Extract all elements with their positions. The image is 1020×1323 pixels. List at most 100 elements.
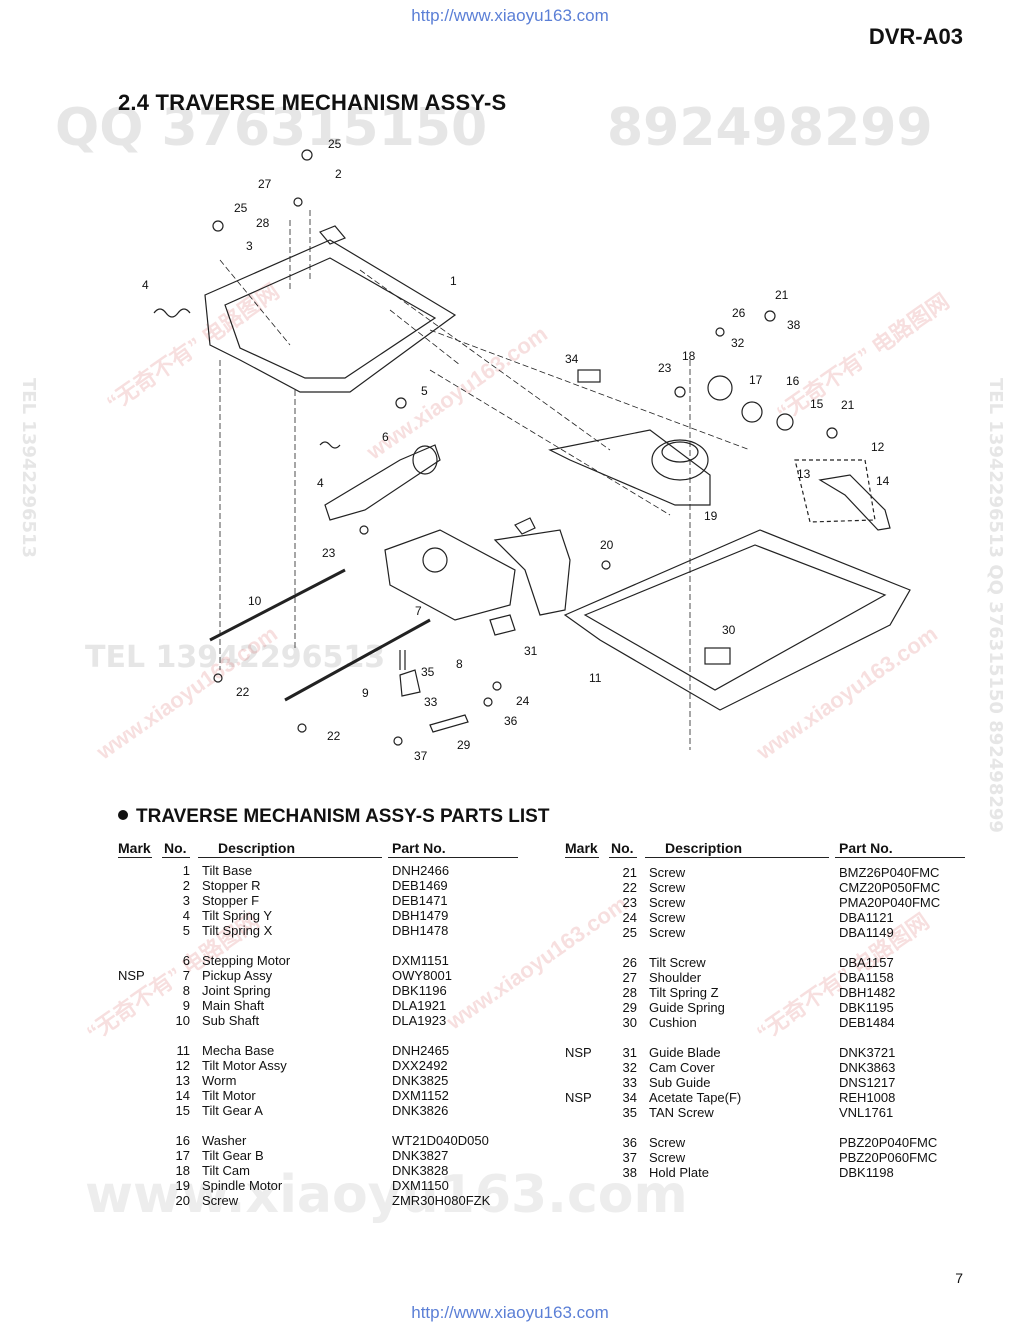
no-cell: 37 (622, 1150, 637, 1165)
callout-23-top: 23 (658, 361, 672, 375)
no-cell: 38 (622, 1165, 637, 1180)
description-cell: Sub Shaft (202, 1013, 260, 1028)
callout-32: 32 (731, 336, 745, 350)
bullet-icon (118, 810, 128, 820)
callout-27: 27 (258, 177, 272, 191)
model-name: DVR-A03 (868, 24, 963, 49)
part-number-cell: DXM1152 (392, 1088, 449, 1103)
spindle-motor (651, 439, 709, 481)
no-cell: 26 (622, 955, 637, 970)
callout-5: 5 (421, 384, 428, 398)
no-cell: 17 (175, 1148, 190, 1163)
page-number: 7 (955, 1270, 963, 1286)
callout-21-right: 21 (841, 398, 855, 412)
no-cell: 4 (182, 908, 190, 923)
callout-3: 3 (246, 239, 253, 253)
header-desc: Description (218, 840, 296, 856)
mark-cell: NSP (118, 968, 145, 983)
top-url-link[interactable]: http://www.xiaoyu163.com (411, 6, 609, 25)
header-no: No. (164, 840, 187, 856)
no-cell: 24 (622, 910, 637, 925)
no-cell: 32 (622, 1060, 637, 1075)
callout-24: 24 (516, 694, 530, 708)
description-cell: Screw (649, 910, 686, 925)
description-cell: Guide Spring (649, 1000, 725, 1015)
part-number-cell: DNH2465 (392, 1043, 450, 1058)
description-cell: Spindle Motor (202, 1178, 283, 1193)
stepping-motor (324, 444, 441, 521)
header-part: Part No. (839, 840, 893, 856)
part-number-cell: DBA1157 (839, 955, 894, 970)
description-cell: Screw (649, 1135, 686, 1150)
callout-11: 11 (589, 671, 602, 685)
header-desc: Description (665, 840, 743, 856)
main-shaft (284, 618, 431, 702)
description-cell: Acetate Tape(F) (649, 1090, 742, 1105)
description-cell: Pickup Assy (202, 968, 273, 983)
callout-17: 17 (749, 373, 763, 387)
table-row: 28 Tilt Spring Z DBH1482 (565, 985, 965, 1000)
callout-34: 34 (565, 352, 579, 366)
part-number-cell: DNK3825 (392, 1073, 449, 1088)
no-cell: 11 (176, 1043, 191, 1058)
callout-7: 7 (415, 604, 422, 618)
table-row: 19 Spindle Motor DXM1150 (118, 1178, 518, 1193)
description-cell: Tilt Motor (202, 1088, 256, 1103)
callout-2: 2 (335, 167, 342, 181)
part-number-cell: DBH1482 (839, 985, 896, 1000)
description-cell: Screw (649, 1150, 686, 1165)
description-cell: Tilt Spring Z (649, 985, 719, 1000)
description-cell: Main Shaft (202, 998, 265, 1013)
callout-26: 26 (732, 306, 746, 320)
no-cell: 6 (182, 953, 190, 968)
part-number-cell: REH1008 (839, 1090, 896, 1105)
callout-31: 31 (524, 644, 538, 658)
no-cell: 7 (182, 968, 190, 983)
no-cell: 15 (175, 1103, 190, 1118)
no-cell: 22 (622, 880, 637, 895)
callout-14: 14 (876, 474, 890, 488)
no-cell: 18 (175, 1163, 190, 1178)
no-cell: 19 (175, 1178, 190, 1193)
part-number-cell: DXM1150 (392, 1178, 449, 1193)
exploded-diagram: 25 2 27 25 28 3 4 1 21 26 38 32 18 34 23… (142, 137, 911, 763)
no-cell: 35 (622, 1105, 637, 1120)
callout-9: 9 (362, 686, 369, 700)
description-cell: Screw (649, 895, 686, 910)
no-cell: 28 (622, 985, 637, 1000)
part-number-cell: PBZ20P060FMC (839, 1150, 938, 1165)
pickup-assy (384, 529, 516, 621)
no-cell: 14 (175, 1088, 190, 1103)
part-number-cell: DBH1479 (392, 908, 449, 923)
mark-cell: NSP (565, 1090, 592, 1105)
callout-37: 37 (414, 749, 428, 763)
description-cell: Washer (202, 1133, 247, 1148)
part-number-cell: ZMR30H080FZK (392, 1193, 491, 1208)
no-cell: 30 (622, 1015, 637, 1030)
callout-18: 18 (682, 349, 696, 363)
bottom-url-link[interactable]: http://www.xiaoyu163.com (411, 1303, 609, 1322)
no-cell: 9 (182, 998, 190, 1013)
watermark-site-big: www.xiaoyu163.com (85, 1165, 688, 1225)
part-number-cell: DEB1484 (839, 1015, 895, 1030)
watermark-side-left: TEL 13942296513 (18, 378, 39, 559)
no-cell: 16 (175, 1133, 190, 1148)
header-no: No. (611, 840, 634, 856)
description-cell: Tilt Cam (202, 1163, 250, 1178)
description-cell: Screw (649, 880, 686, 895)
